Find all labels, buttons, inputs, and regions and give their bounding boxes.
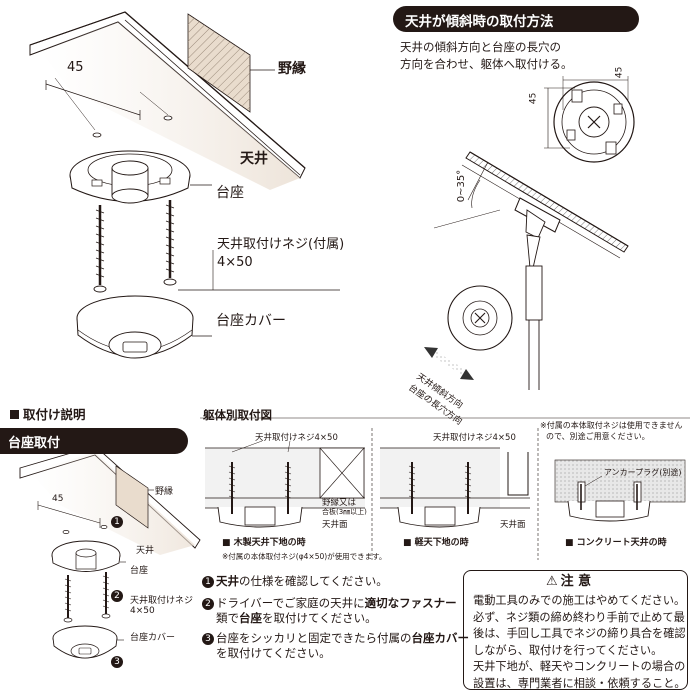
heading-square-icon — [10, 410, 19, 419]
caution-line-3: 後は、手回し工具でネジの締り具合を確認 — [473, 627, 685, 640]
concrete-caption: ■ コンクリート天井の時 — [565, 538, 667, 548]
warning-icon: ⚠ — [546, 574, 558, 589]
slope-dim-45-top: 45 — [614, 66, 625, 79]
install-dim-45: 45 — [52, 494, 64, 504]
body-types-title: 躯体別取付図 — [203, 408, 272, 422]
step-1-num: 1 — [202, 576, 214, 588]
install-heading-text: 取付け説明 — [23, 407, 86, 422]
sloped-ceiling-diagram — [424, 76, 635, 390]
screw-left — [93, 205, 107, 293]
step-3-bold: 台座カバー — [411, 631, 470, 645]
step-3-b: を取付けてください。 — [216, 646, 331, 660]
screw-right — [163, 200, 177, 286]
install-assembly-diagram — [19, 445, 201, 659]
wood-nobuchi-1: 野縁又は — [322, 498, 357, 508]
install-tab-text: 台座取付 — [8, 436, 61, 451]
step-2-b: 類で — [216, 611, 239, 625]
steel-surface: 天井面 — [500, 520, 526, 530]
caution-line-6: 設置は、専門業者に相談・依頼すること。 — [473, 676, 685, 690]
install-heading: 取付け説明 — [10, 407, 86, 422]
daiza-label: 台座 — [216, 185, 244, 201]
tenjo-label: 天井 — [240, 151, 268, 167]
caution-title: ⚠注 意 — [546, 574, 591, 590]
slope-dim-45-side: 45 — [528, 92, 539, 105]
step-3-num: 3 — [202, 633, 214, 645]
install-screw-2: 4×50 — [130, 606, 155, 616]
install-nobuchi: 野縁 — [155, 487, 174, 497]
body-types-note-1: ※付属の本体取付ネジは使用できません — [540, 421, 683, 430]
caution-body: 電動工具のみでの施工はやめてください。 必ず、ネジ類の締め終わり手前で止めて最 … — [473, 593, 685, 692]
screw-label-2: 4×50 — [217, 255, 253, 270]
ceiling-assembly-diagram — [29, 11, 340, 359]
wood-screw-label: 天井取付けネジ4×50 — [255, 433, 338, 443]
cover-label: 台座カバー — [216, 313, 286, 329]
step-3-a: 台座をシッカリと固定できたら付属の — [216, 631, 412, 645]
dim-45-label: 45 — [67, 60, 84, 75]
step-2-bold2: 台座 — [239, 611, 262, 625]
install-daiza: 台座 — [130, 566, 149, 576]
step-2-a: ドライバーでご家庭の天井に — [216, 596, 365, 610]
slope-angle-label: 0~35° — [456, 169, 468, 203]
slope-title-text: 天井が傾斜時の取付方法 — [405, 14, 554, 30]
step-2-c: を取付けてください。 — [262, 611, 377, 625]
wood-note: ※付属の本体取付ネジ(φ4×50)が使用できます。 — [222, 552, 387, 561]
body-types-note-2: ので、別途ご用意ください。 — [546, 432, 650, 441]
step-2-bold: 適切なファスナー — [364, 596, 457, 610]
body-type-diagrams — [200, 417, 690, 560]
wood-surface: 天井面 — [322, 520, 348, 530]
install-tab: 台座取付 — [0, 428, 188, 454]
caution-line-1: 電動工具のみでの施工はやめてください。 — [473, 594, 685, 607]
step-3-line-2: を取付けてください。 — [216, 646, 331, 661]
step-1-bold: 天井 — [216, 574, 239, 588]
install-tenjo: 天井 — [136, 546, 155, 556]
caution-line-4: しながら、取付けを行ってください。 — [473, 643, 663, 657]
install-step-1-marker: 1 — [111, 516, 123, 528]
caution-box — [463, 570, 688, 690]
slope-desc-2: 方向を合わせ、躯体へ取付ける。 — [400, 57, 573, 71]
slope-title: 天井が傾斜時の取付方法 — [393, 6, 639, 32]
step-1-text: の仕様を確認してください。 — [239, 574, 388, 588]
steel-screw-label: 天井取付けネジ4×50 — [433, 433, 516, 443]
screw-label-1: 天井取付けネジ(付属) — [217, 237, 345, 252]
install-step-3-marker: 3 — [111, 656, 123, 668]
steel-caption: ■ 軽天下地の時 — [403, 538, 469, 548]
install-step-2-marker: 2 — [111, 590, 123, 602]
wood-caption: ■ 木製天井下地の時 — [222, 538, 306, 548]
install-screw-1: 天井取付けネジ — [130, 596, 194, 606]
step-2-num: 2 — [202, 598, 214, 610]
concrete-anchor: アンカープラグ(別途) — [604, 468, 682, 477]
caution-title-text: 注 意 — [560, 574, 592, 589]
caution-line-5: 天井下地が、軽天やコンクリートの場合の — [473, 660, 685, 673]
caution-line-2: 必ず、ネジ類の締め終わり手前で止めて最 — [473, 610, 685, 624]
slope-desc-1: 天井の傾斜方向と台座の長穴の — [400, 40, 561, 54]
wood-nobuchi-2: 合板(3㎜以上) — [322, 508, 367, 516]
step-2-line-2: 類で台座を取付けてください。 — [216, 611, 377, 626]
nobuchi-label: 野縁 — [278, 61, 306, 77]
install-cover: 台座カバー — [130, 633, 176, 643]
